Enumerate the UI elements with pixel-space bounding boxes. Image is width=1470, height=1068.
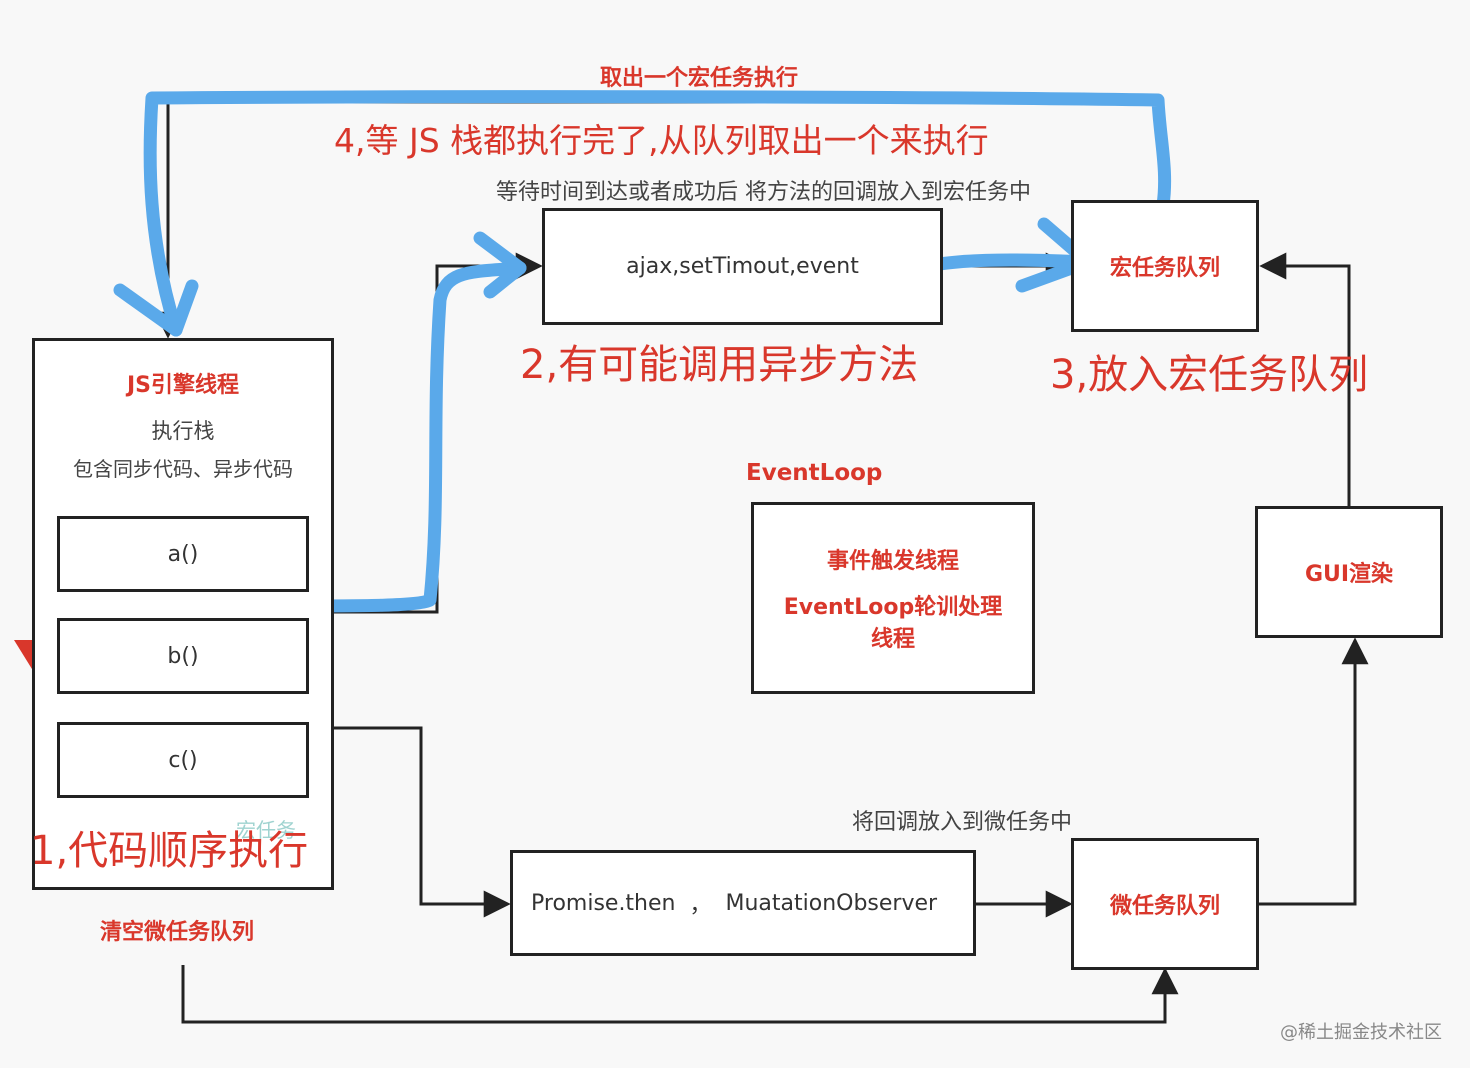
gui-box: GUI渲染 (1255, 506, 1443, 638)
step2-label: 2,有可能调用异步方法 (520, 342, 919, 388)
macro-faint-label: 宏任务 (236, 818, 296, 842)
js-engine-desc: 包含同步代码、异步代码 (73, 457, 293, 481)
fn-box-b: b() (57, 618, 309, 694)
event-thread-line1: 事件触发线程 (826, 549, 959, 574)
watermark: @稀土掘金技术社区 (1280, 1022, 1442, 1043)
blue-b-arrowhead (473, 231, 527, 299)
blue-loop-stroke (143, 90, 1172, 337)
line-clear-micro (181, 965, 1179, 1024)
fn-box-a: a() (57, 516, 309, 592)
clear-micro-label: 清空微任务队列 (100, 920, 255, 945)
async-box: ajax,setTimout,event (542, 208, 943, 325)
top-flow-label: 取出一个宏任务执行 (600, 66, 799, 91)
gui-label: GUI渲染 (1304, 562, 1394, 587)
macro-queue-box: 宏任务队列 (1071, 200, 1259, 332)
js-engine-box: JS引擎线程 执行栈 包含同步代码、异步代码 (32, 338, 334, 890)
micro-source-sep: ， (689, 893, 712, 918)
fn-c-label: c() (168, 747, 198, 773)
line-micro-to-gui (1259, 637, 1369, 906)
step1-label: 1,代码顺序执行 (30, 828, 309, 874)
micro-note: 将回调放入到微任务中 (852, 810, 1073, 835)
micro-queue-box: 微任务队列 (1071, 838, 1259, 970)
macro-queue-label: 宏任务队列 (1109, 256, 1220, 281)
fn-box-c: c() (57, 722, 309, 798)
js-engine-title: JS引擎线程 (126, 373, 240, 398)
eventloop-title: EventLoop (746, 460, 883, 486)
event-thread-line3: 线程 (870, 627, 915, 652)
async-box-label: ajax,setTimout,event (626, 254, 859, 279)
fn-b-label: b() (167, 643, 199, 669)
micro-source-box: Promise.then ， MuatationObserver (510, 850, 976, 956)
event-thread-line2: EventLoop轮训处理 (783, 595, 1003, 620)
wait-note: 等待时间到达或者成功后 将方法的回调放入到宏任务中 (496, 180, 1031, 205)
blue-b-stroke (289, 261, 527, 613)
line-c-to-promise (334, 726, 511, 918)
step3-label: 3,放入宏任务队列 (1050, 352, 1369, 398)
blue-loop-arrowhead (113, 279, 199, 337)
fn-a-label: a() (167, 541, 199, 567)
mutation-observer-label: MuatationObserver (725, 890, 938, 916)
line-gui-to-macro (1259, 252, 1351, 506)
step4-label: 4,等 JS 栈都执行完了,从队列取出一个来执行 (334, 121, 989, 160)
micro-queue-label: 微任务队列 (1109, 894, 1220, 919)
event-thread-box: 事件触发线程 EventLoop轮训处理 线程 (751, 502, 1035, 694)
promise-then-label: Promise.then (531, 890, 676, 916)
exec-stack-label: 执行栈 (151, 419, 215, 443)
